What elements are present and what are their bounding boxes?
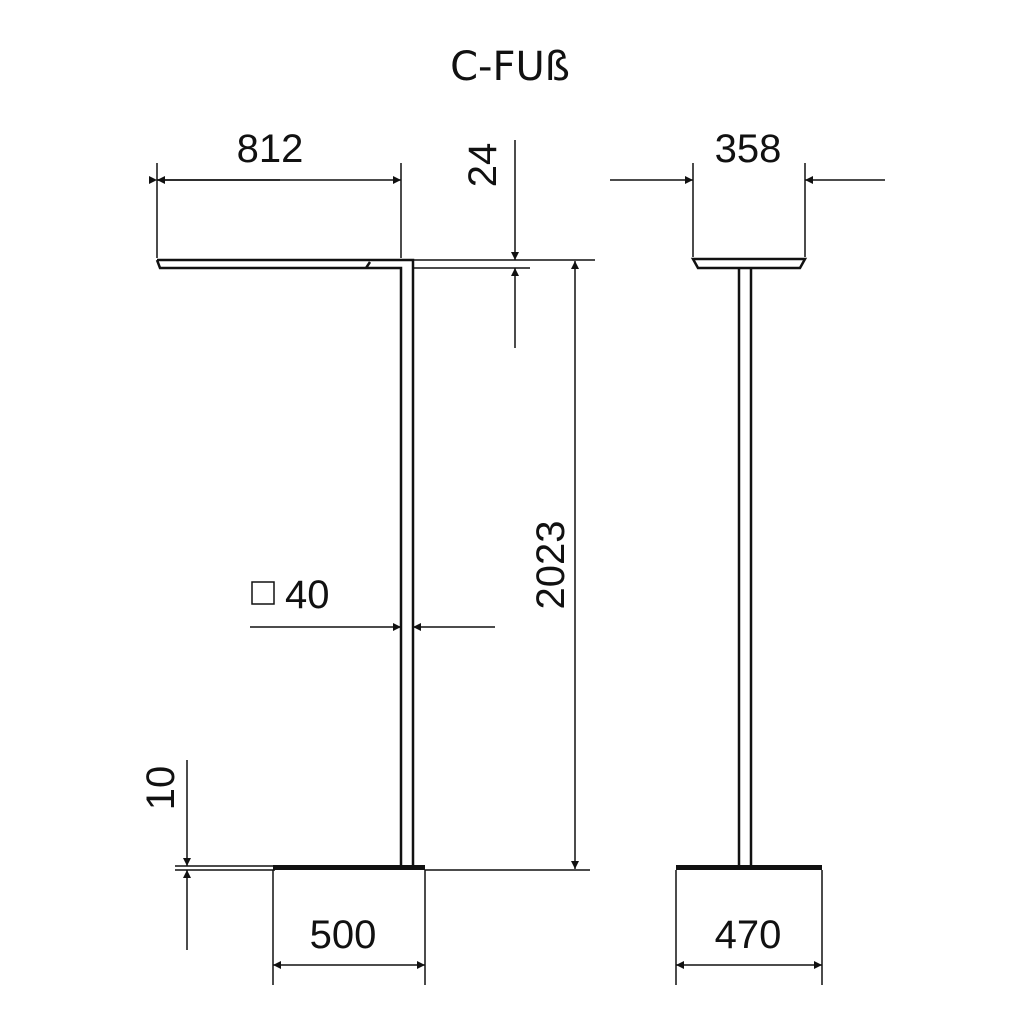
base-plate-front <box>676 865 822 870</box>
dim-head-width: 358 <box>715 127 782 171</box>
dim-head-length: 812 <box>237 127 304 171</box>
lamp-head-and-pole <box>155 258 415 869</box>
drawing-title: C-FUß <box>450 44 570 90</box>
base-plate <box>273 865 425 870</box>
dim-height: 2023 <box>529 521 573 610</box>
lamp-head-and-pole-front <box>690 257 808 867</box>
side-view: 812 24 2023 40 10 500 <box>139 127 595 985</box>
dim-pole-section: 40 <box>285 573 330 617</box>
dim-head-thickness: 24 <box>461 143 505 188</box>
dim-base-thickness: 10 <box>139 766 183 811</box>
front-view: 358 470 <box>610 127 885 985</box>
dim-base-length: 500 <box>310 913 377 957</box>
dim-base-width: 470 <box>715 913 782 957</box>
square-section-icon <box>251 581 275 605</box>
